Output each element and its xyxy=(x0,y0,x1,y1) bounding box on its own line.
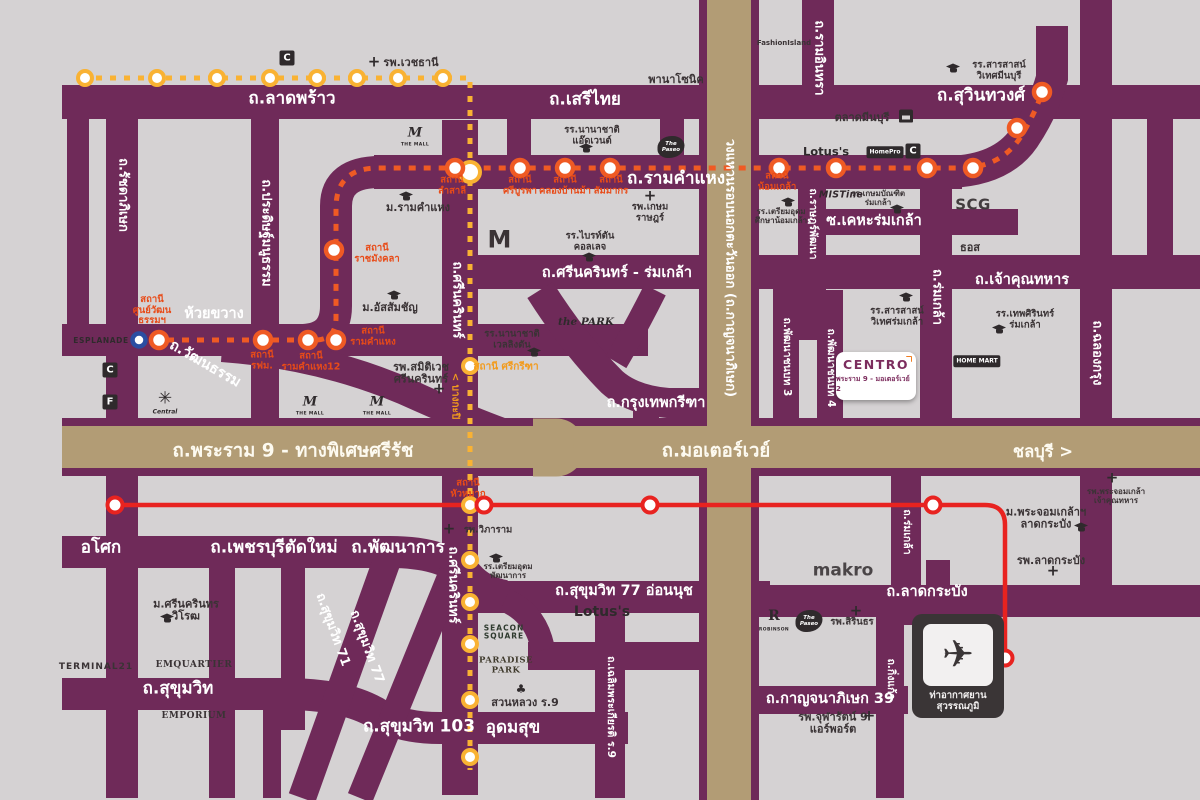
purple-roads xyxy=(62,0,1200,800)
yellow-line-station xyxy=(461,635,479,653)
yellow-line-station xyxy=(308,69,326,87)
orange-line-station xyxy=(252,329,274,351)
orange-line-station xyxy=(554,157,576,179)
orange-line-station xyxy=(444,157,466,179)
orange-line-station xyxy=(825,157,847,179)
road-krungthep-kreetha-branch xyxy=(605,284,666,369)
yellow-line-station xyxy=(389,69,407,87)
orange-line-station xyxy=(323,239,345,261)
red-line-station xyxy=(640,495,660,515)
yellow-line-station xyxy=(261,69,279,87)
yellow-line-station xyxy=(461,357,479,375)
blue-line-station xyxy=(130,331,148,349)
centro-logo: CENTRO xyxy=(843,356,912,373)
transit-stations xyxy=(76,69,1053,766)
orange-line-station xyxy=(148,329,170,351)
airport-name: ท่าอากาศยาน สุวรรณภูมิ xyxy=(929,690,987,713)
road-sukhumvit-71 xyxy=(288,547,404,800)
yellow-line-station xyxy=(76,69,94,87)
centro-subtitle: พระราม 9 - มอเตอร์เวย์ 2 xyxy=(836,374,910,393)
orange-line-station xyxy=(599,157,621,179)
motorway-u-turn xyxy=(533,418,585,477)
yellow-line-station xyxy=(461,748,479,766)
orange-line-station xyxy=(297,329,319,351)
airplane-icon: ✈ xyxy=(942,632,974,676)
orange-line-station xyxy=(916,157,938,179)
orange-line-station xyxy=(1031,81,1053,103)
yellow-line-station xyxy=(148,69,166,87)
yellow-line-station xyxy=(461,551,479,569)
yellow-line-station xyxy=(434,69,452,87)
airport-rail-link-line xyxy=(115,502,1008,658)
road-onnut-lower-curve xyxy=(499,589,555,653)
orange-line-station xyxy=(509,157,531,179)
yellow-line-station xyxy=(348,69,366,87)
orange-line-station xyxy=(325,329,347,351)
yellow-line-station xyxy=(461,593,479,611)
road-krungthep-kreetha xyxy=(527,281,706,418)
yellow-line-station xyxy=(461,691,479,709)
gold-roads xyxy=(62,0,1200,800)
yellow-line-station xyxy=(208,69,226,87)
airport-icon-frame: ✈ xyxy=(923,624,993,686)
road-sukhumvit-103 xyxy=(62,678,628,744)
orange-line-station xyxy=(962,157,984,179)
red-line-station xyxy=(105,495,125,515)
orange-line-station xyxy=(768,157,790,179)
road-sukhumvit-77 xyxy=(347,567,465,800)
red-line-station xyxy=(474,495,494,515)
red-line-station xyxy=(923,495,943,515)
centro-project-card: CENTRO พระราม 9 - มอเตอร์เวย์ 2 xyxy=(836,352,916,400)
suvarnabhumi-airport-badge: ✈ ท่าอากาศยาน สุวรรณภูมิ xyxy=(912,614,1004,718)
orange-line-station xyxy=(1006,117,1028,139)
